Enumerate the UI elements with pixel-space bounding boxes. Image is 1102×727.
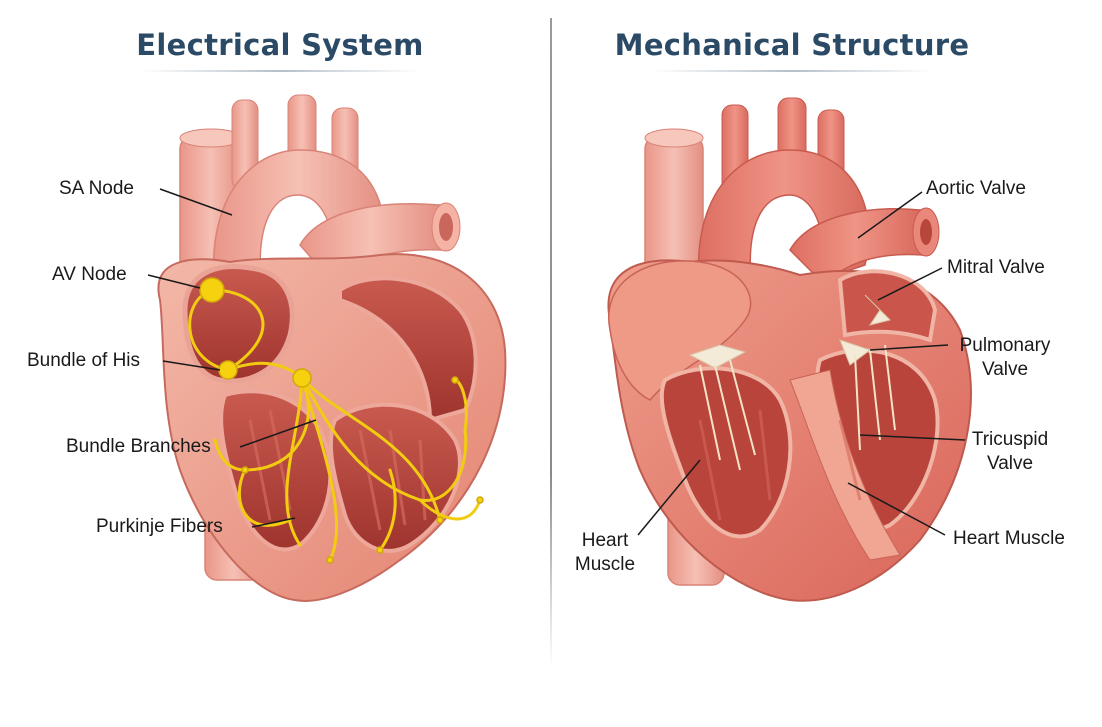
mechanical-structure-title: Mechanical Structure — [614, 28, 970, 62]
panel-divider — [550, 18, 552, 668]
label-heart-muscle-line-2: Muscle — [574, 554, 636, 575]
label-tricuspid-line-2: Valve — [986, 453, 1034, 474]
label-pulmonary-valve: Pulmonary Valve — [950, 334, 1060, 382]
label-heart-muscle-left: Heart Muscle — [566, 529, 644, 577]
label-pulmonary-line-1: Pulmonary — [959, 335, 1051, 356]
label-mitral-valve: Mitral Valve — [947, 257, 1045, 278]
label-heart-muscle-right: Heart Muscle — [953, 528, 1065, 549]
label-bundle-of-his: Bundle of His — [27, 350, 141, 371]
electrical-system-title: Electrical System — [136, 28, 424, 62]
conduction-nodes — [199, 277, 484, 564]
label-av-node: AV Node — [52, 264, 127, 285]
right-leader-lines — [637, 191, 966, 536]
label-tricuspid-line-1: Tricuspid — [971, 429, 1049, 450]
label-pulmonary-line-2: Valve — [981, 359, 1029, 380]
left-leader-lines — [147, 188, 317, 528]
label-tricuspid-valve: Tricuspid Valve — [960, 428, 1060, 476]
label-sa-node: SA Node — [59, 178, 134, 199]
label-aortic-valve: Aortic Valve — [926, 178, 1026, 199]
title-underline-right — [652, 70, 932, 72]
right-atrium — [607, 260, 752, 401]
right-heart-chambers — [659, 269, 940, 561]
left-heart-chambers — [182, 264, 478, 553]
label-purkinje-fibers: Purkinje Fibers — [96, 516, 223, 537]
conduction-system — [188, 288, 482, 562]
label-bundle-branches: Bundle Branches — [66, 436, 211, 457]
title-underline-left — [140, 70, 420, 72]
label-heart-muscle-line-1: Heart — [581, 530, 629, 551]
